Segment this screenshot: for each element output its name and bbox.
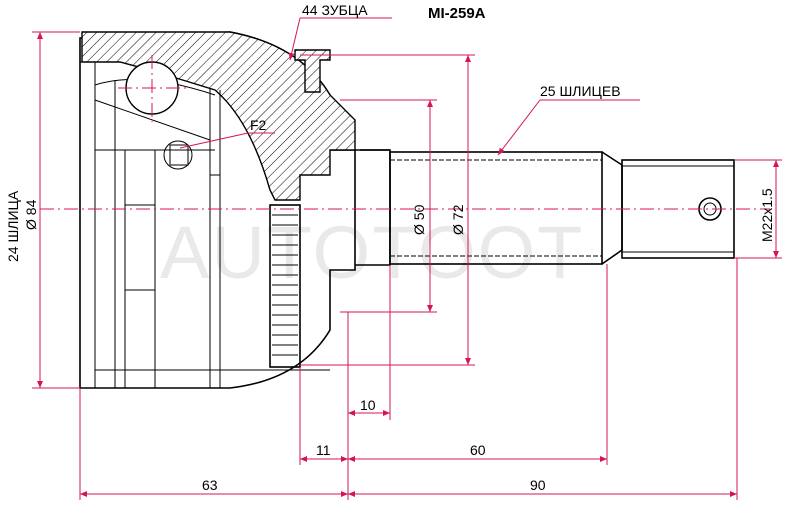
watermark-text: AUTOTOOT: [160, 211, 584, 294]
outer-housing: [79, 31, 356, 389]
inner-diameter-label: Ø 84: [23, 199, 39, 230]
dimension-63-label: 63: [202, 477, 218, 493]
dimension-11-label: 11: [316, 442, 331, 458]
thread-size-label: M22x1.5: [759, 188, 775, 242]
dimension-90-label: 90: [530, 477, 546, 493]
part-number-title: MI-259A: [428, 5, 486, 22]
splined-shaft-section: [389, 151, 603, 265]
diameter-50-label: Ø 50: [411, 204, 427, 235]
diameter-72-label: Ø 72: [450, 204, 466, 235]
dimension-60-label: 60: [470, 442, 486, 458]
inner-splines-label: 24 ШЛИЦА: [5, 190, 21, 262]
teeth-count-label: 44 ЗУБЦА: [302, 2, 368, 18]
outer-splines-label: 25 ШЛИЦЕВ: [540, 83, 621, 99]
feature-f2-label: F2: [250, 117, 267, 133]
dimension-lines: [32, 17, 782, 500]
dimension-10-label: 10: [360, 397, 376, 413]
f2-marker-circle: [163, 140, 193, 170]
housing-section-hatch: [81, 31, 356, 201]
abs-ring: [269, 49, 331, 368]
